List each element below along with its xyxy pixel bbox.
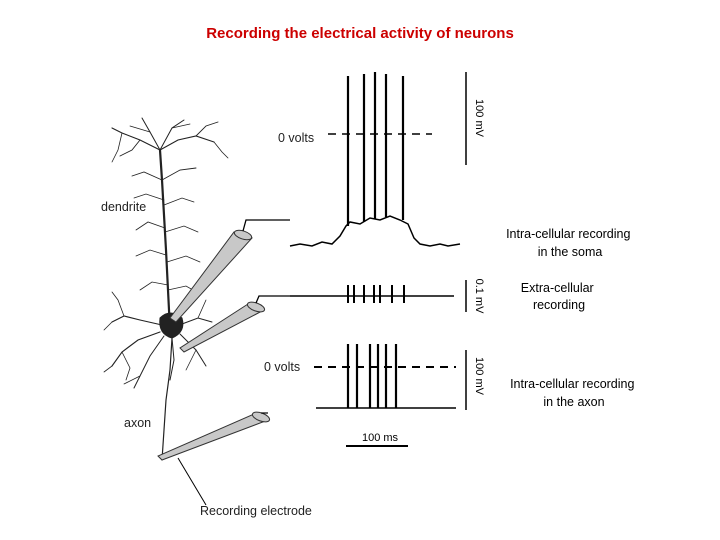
trace-axon xyxy=(316,344,456,409)
soma-recording-label: Intra-cellular recording in the soma xyxy=(506,227,634,259)
dendrite-label: dendrite xyxy=(101,200,146,214)
zero-volts-bottom-label: 0 volts xyxy=(264,360,300,374)
trace-extracellular xyxy=(290,285,454,303)
soma-recording-line-1: Intra-cellular recording xyxy=(506,227,630,241)
electrode-pointer-line xyxy=(177,457,207,506)
time-scale-label: 100 ms xyxy=(362,432,399,444)
page-title: Recording the electrical activity of neu… xyxy=(206,25,514,42)
electrode-axon xyxy=(157,411,271,461)
scale-top-label: 100 mV xyxy=(473,99,485,138)
scale-middle-label: 0.1 mV xyxy=(473,279,485,315)
trace-soma xyxy=(289,72,461,247)
extracellular-line-1: Extra-cellular xyxy=(521,281,594,295)
axon-recording-label: Intra-cellular recording in the axon xyxy=(510,377,638,409)
electrode-soma xyxy=(169,219,290,323)
electrode-label: Recording electrode xyxy=(200,504,312,518)
neuron-drawing xyxy=(103,117,229,461)
extracellular-line-2: recording xyxy=(533,298,585,312)
scale-bottom-label: 100 mV xyxy=(473,357,485,396)
axon-recording-line-1: Intra-cellular recording xyxy=(510,377,634,391)
extracellular-recording-label: Extra-cellular recording xyxy=(521,281,597,312)
soma-recording-line-2: in the soma xyxy=(538,245,603,259)
electrode-extracellular xyxy=(179,295,290,353)
axon-label: axon xyxy=(124,416,151,430)
axon-recording-line-2: in the axon xyxy=(543,395,604,409)
zero-volts-top-label: 0 volts xyxy=(278,131,314,145)
